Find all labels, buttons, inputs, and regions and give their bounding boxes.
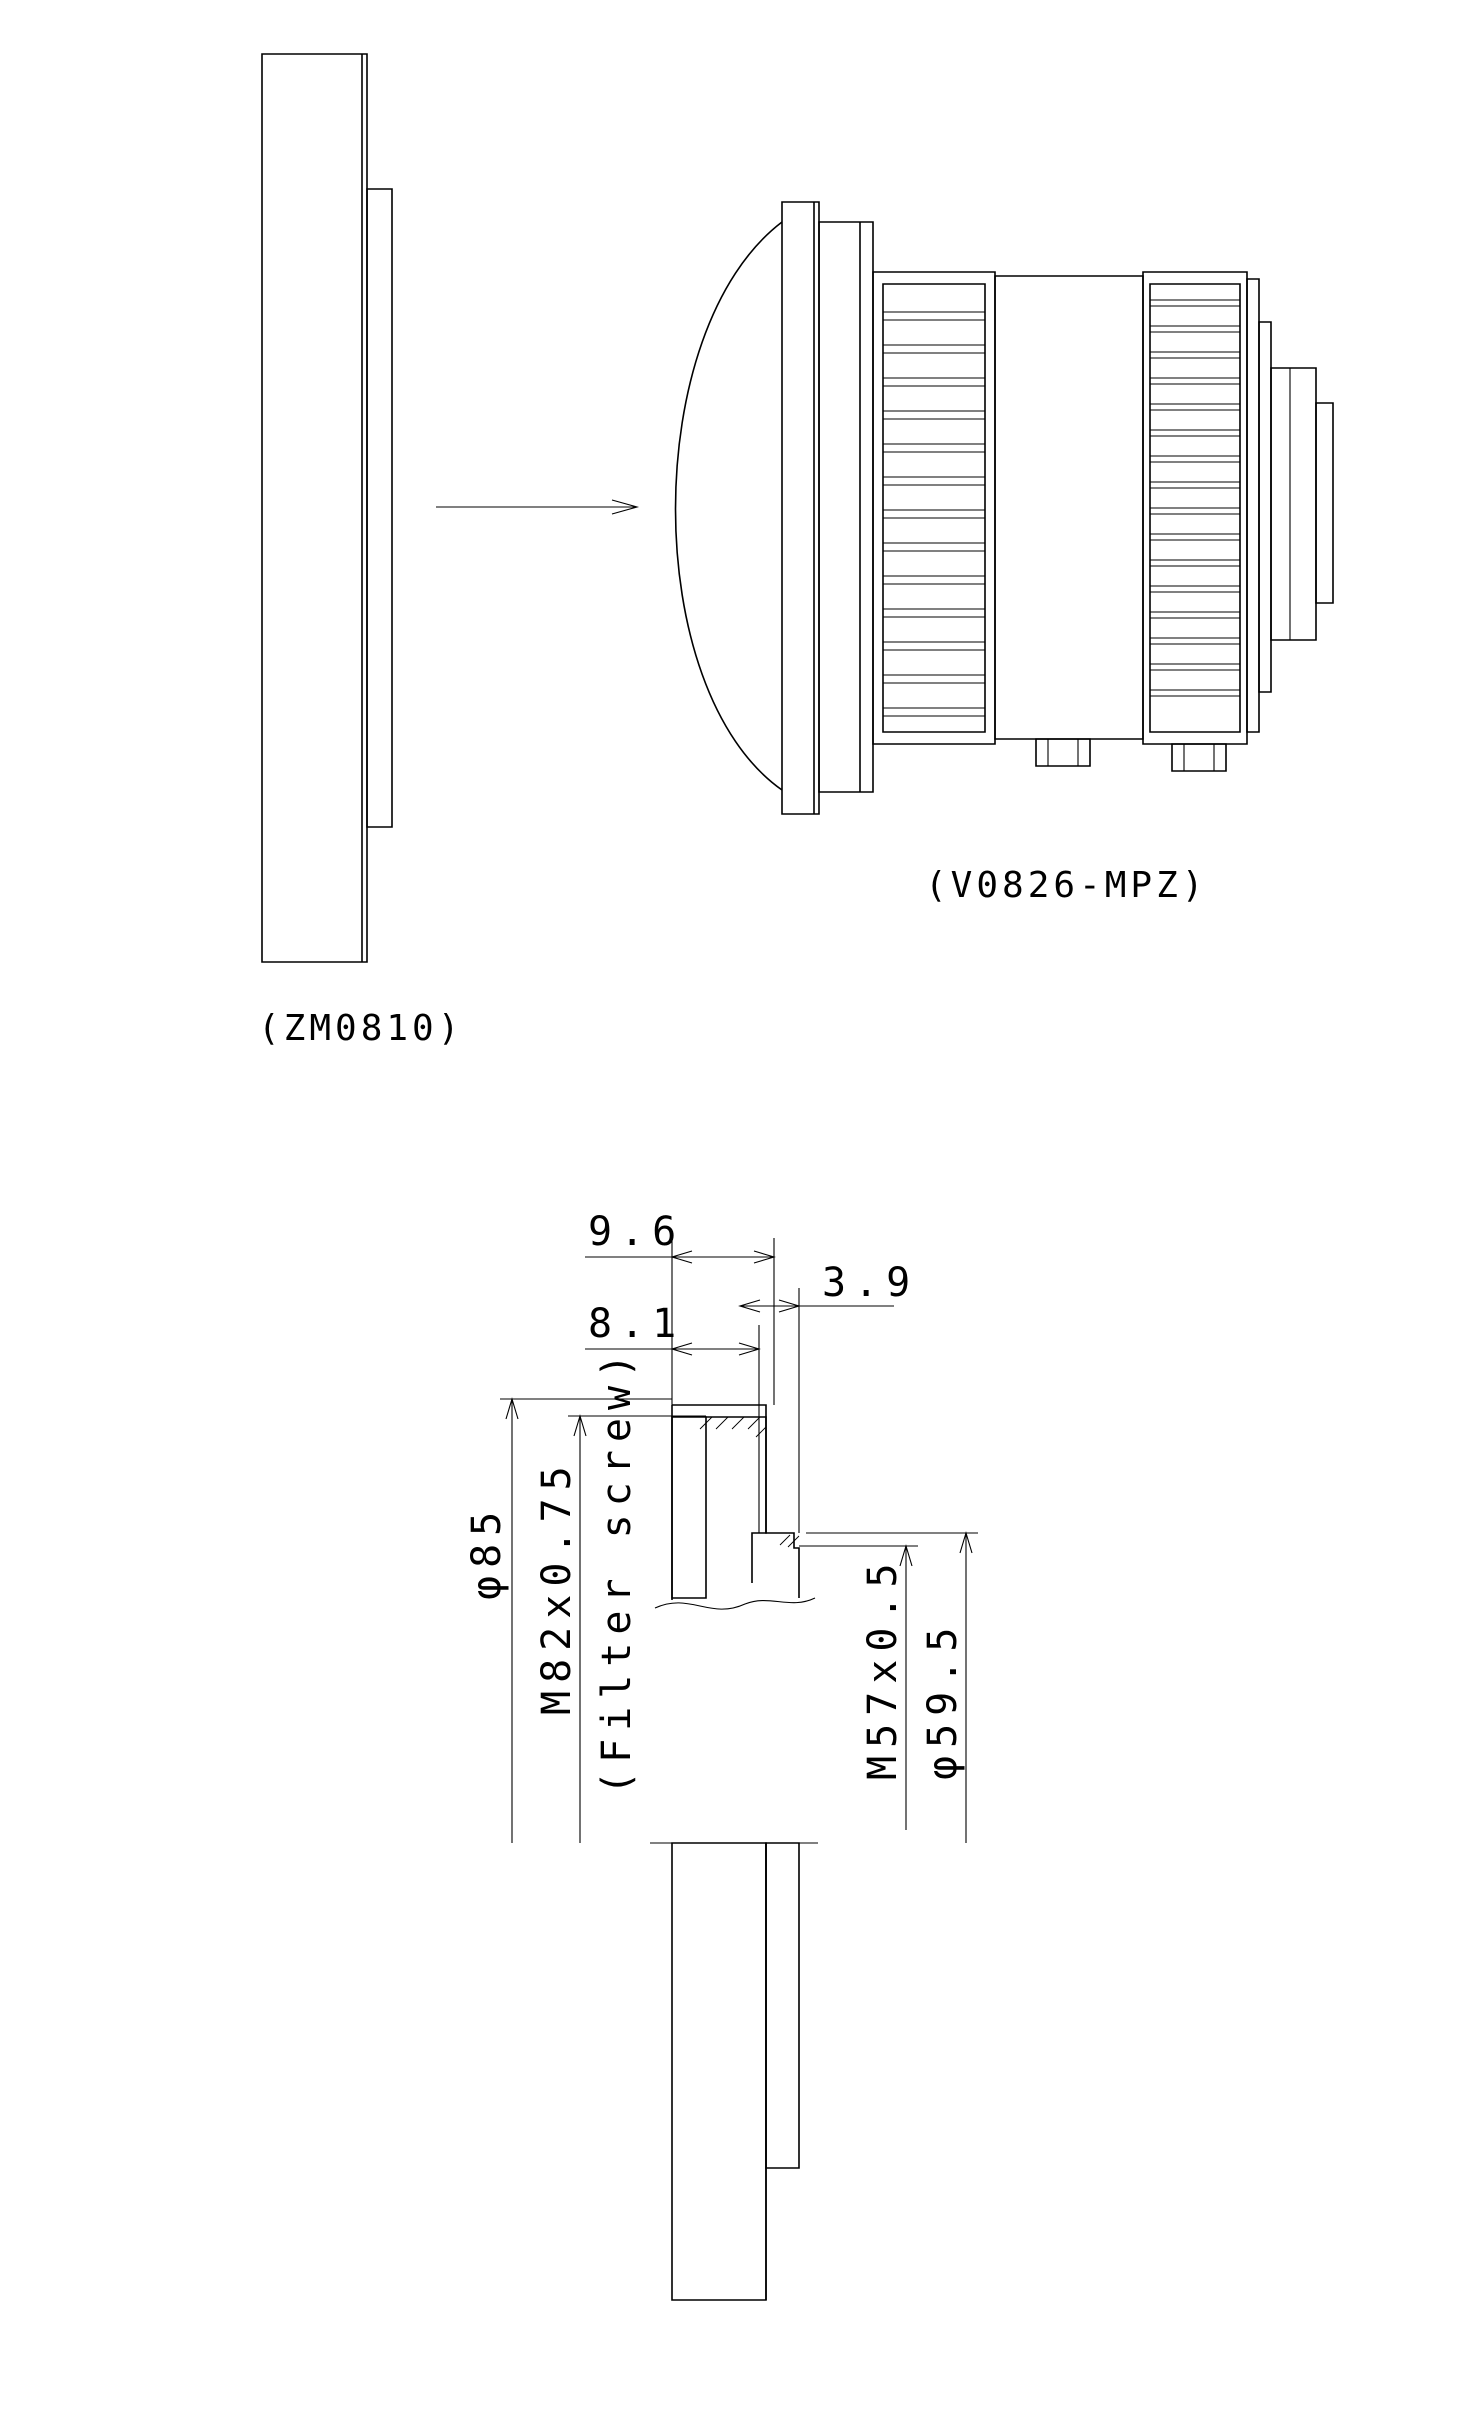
dim-step-length: 3.9 — [822, 1260, 918, 1306]
dimension-lines — [500, 1238, 978, 1843]
lens-model-label: (V0826-MPZ) — [925, 865, 1207, 906]
adapter-side-view — [262, 54, 392, 962]
dim-filter-note: (Filter screw) — [594, 1346, 640, 1795]
dim-outer-diameter: φ85 — [464, 1504, 510, 1600]
dim-mount-thread: M57x0.5 — [860, 1555, 906, 1780]
dim-overall-length: 9.6 — [588, 1209, 684, 1255]
adapter-model-label: (ZM0810) — [258, 1008, 463, 1049]
dim-filter-thread: M82x0.75 — [534, 1458, 580, 1715]
direction-arrow-icon — [436, 500, 637, 514]
dim-mount-diameter: φ59.5 — [920, 1620, 966, 1780]
lens-side-view — [676, 202, 1334, 814]
adapter-cross-section — [650, 1405, 818, 2300]
dim-body-length: 8.1 — [588, 1301, 684, 1347]
